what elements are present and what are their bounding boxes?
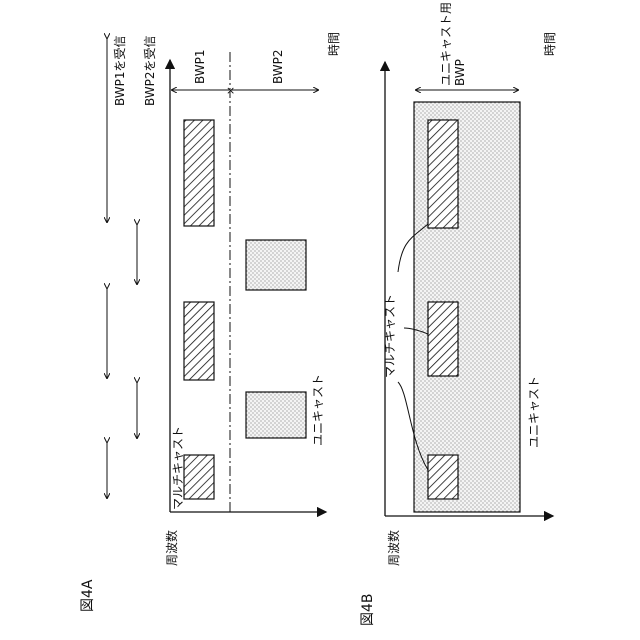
multicast-label-b: マルチキャスト: [383, 294, 397, 378]
multicast-block: [184, 120, 214, 226]
multicast-block: [428, 120, 458, 228]
figure-label-4a: 図4A: [80, 579, 96, 612]
frequency-axis-label-a: 周波数: [164, 530, 179, 566]
bwp2-label: BWP2: [271, 49, 285, 84]
figure-4a: × 図4A 時間 周波数 BWP1 BWP2 BWP1を受信 BWP2を受信 マ…: [80, 32, 341, 612]
frequency-axis-label-b: 周波数: [386, 530, 401, 566]
figure-4b: 図4B 時間 周波数 ユニキャスト用 BWP マルチキャスト ユニキャスト: [360, 2, 557, 626]
unicast-bwp-label-line1: ユニキャスト用: [439, 2, 453, 86]
multicast-label-a: マルチキャスト: [171, 426, 185, 510]
unicast-label-b: ユニキャスト: [527, 376, 541, 448]
unicast-block: [246, 392, 306, 438]
figure-label-4b: 図4B: [360, 593, 376, 626]
bwp1-label: BWP1: [193, 49, 207, 84]
time-axis-label-a: 時間: [327, 32, 341, 56]
multicast-block: [184, 302, 214, 380]
unicast-bwp-label-line2: BWP: [453, 59, 467, 86]
unicast-label-a: ユニキャスト: [311, 374, 325, 446]
time-axis-label-b: 時間: [543, 32, 557, 56]
cross-mark: ×: [226, 84, 235, 97]
multicast-block: [184, 455, 214, 499]
receive-bwp1-label: BWP1を受信: [113, 35, 127, 106]
multicast-block: [428, 302, 458, 376]
multicast-block: [428, 455, 458, 499]
receive-bwp2-label: BWP2を受信: [143, 35, 157, 106]
unicast-block: [246, 240, 306, 290]
